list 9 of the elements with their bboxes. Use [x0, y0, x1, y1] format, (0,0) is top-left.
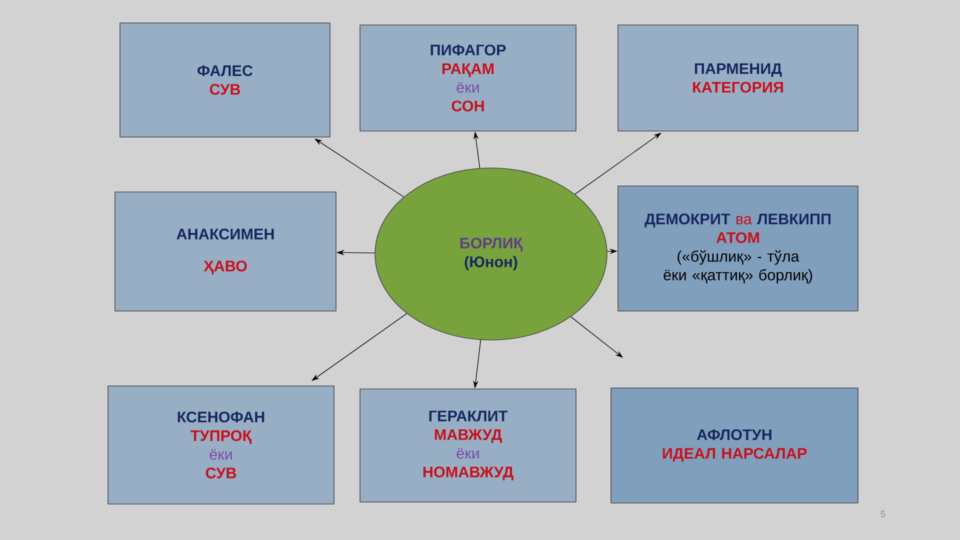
philosopher-box: ГЕРАКЛИТ МАВЖУД ёки НОМАВЖУД [360, 388, 576, 502]
philosopher-box: ФАЛЕС СУВ [120, 22, 330, 138]
philosopher-box: АФЛОТУН ИДЕАЛ НАРСАЛАР [610, 388, 858, 504]
philosopher-box: КСЕНОФАН ТУПРОҚ ёки СУВ [108, 386, 334, 504]
philosopher-box: ДЕМОКРИТ ва ЛЕВКИПП АТОМ («бўшлиқ» - тўла ёки «қаттиқ» борлиқ) [618, 186, 858, 312]
philosopher-box: ПАРМЕНИД КАТЕГОРИЯ [618, 24, 858, 132]
page-number: 5 [880, 510, 886, 518]
philosopher-box: АНАКСИМЕН ҲАВО [114, 192, 336, 312]
philosopher-box: ПИФАГОР РАҚАМ ёки СОН [360, 24, 576, 132]
